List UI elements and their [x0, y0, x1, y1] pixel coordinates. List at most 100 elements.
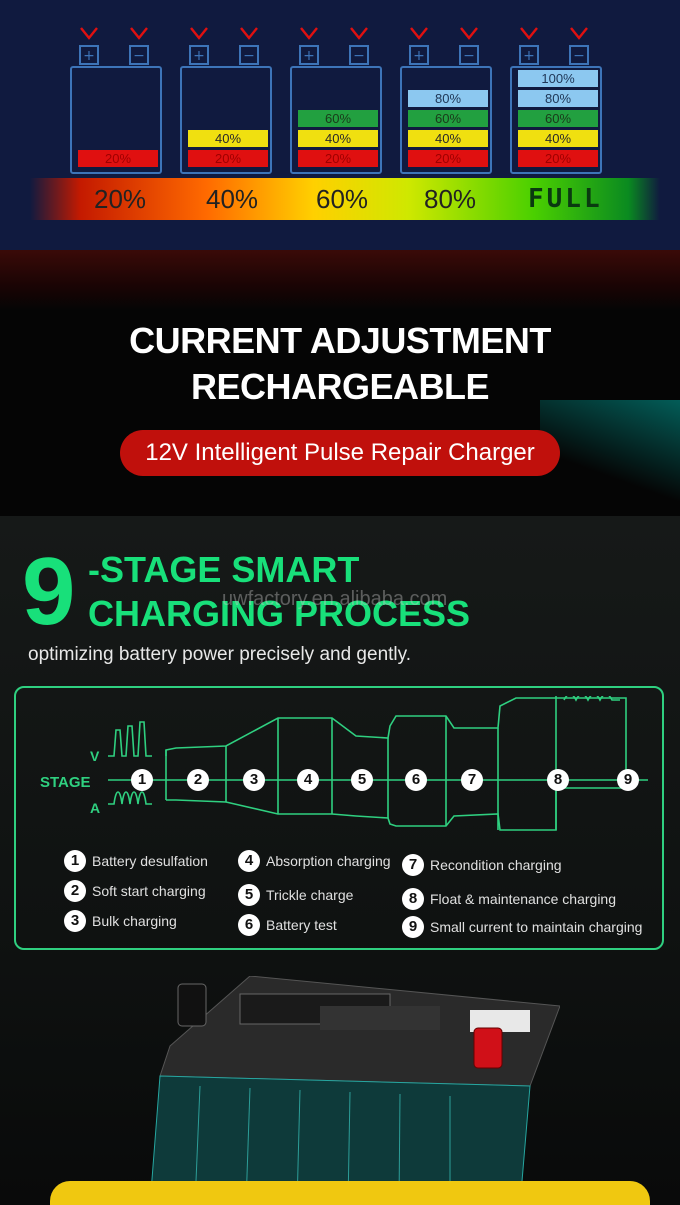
legend-text-5: Trickle charge [266, 887, 354, 903]
big-nine: 9 [22, 538, 76, 645]
level-label-20: 20% [94, 184, 147, 214]
charge-cell-60pct: 60% [298, 110, 378, 127]
svg-text:−: − [243, 48, 255, 64]
legend-number-7: 7 [402, 854, 424, 876]
minus-terminal-icon: − [348, 26, 370, 66]
legend-text-6: Battery test [266, 917, 337, 933]
svg-text:+: + [193, 48, 205, 64]
headline-line-2: RECHARGEABLE [190, 366, 490, 407]
legend-item-1: 1 Battery desulfation [64, 850, 208, 872]
legend-item-6: 6 Battery test [238, 914, 337, 936]
svg-text:+: + [83, 48, 95, 64]
legend-number-1: 1 [64, 850, 86, 872]
charge-cell-20pct: 20% [78, 150, 158, 167]
svg-text:−: − [573, 48, 585, 64]
battery-2: +−20%40% [180, 26, 272, 174]
legend-text-1: Battery desulfation [92, 853, 208, 869]
charge-cell-60pct: 60% [408, 110, 488, 127]
stage-marker-6: 6 [405, 769, 427, 791]
legend-text-9: Small current to maintain charging [430, 919, 643, 935]
legend-item-4: 4 Absorption charging [238, 850, 391, 872]
minus-terminal-icon: − [238, 26, 260, 66]
light-streak [540, 400, 680, 516]
battery-body: 20% 40% 60% 80% 100% [510, 66, 602, 174]
level-gradient-bar: 20% 40% 60% 80% FULL [30, 178, 660, 220]
charge-cell-40pct: 40% [408, 130, 488, 147]
charge-cell-40pct: 40% [188, 130, 268, 147]
plus-terminal-icon: + [188, 26, 210, 66]
charge-cell-100pct: 100% [518, 70, 598, 87]
stage-marker-2: 2 [187, 769, 209, 791]
negative-terminal [177, 983, 207, 1027]
headline-section: CURRENT ADJUSTMENT RECHARGEABLE 12V Inte… [0, 250, 680, 516]
level-label-40: 40% [206, 184, 259, 214]
battery-3: + − 20% 40% 60% [290, 26, 382, 174]
battery-body: 20% 40% 60% [290, 66, 382, 174]
legend-item-9: 9 Small current to maintain charging [402, 916, 642, 938]
svg-text:−: − [133, 48, 145, 64]
svg-text:+: + [413, 48, 425, 64]
legend-item-7: 7 Recondition charging [402, 854, 562, 876]
legend-item-5: 5 Trickle charge [238, 884, 353, 906]
charge-cell-20pct: 20% [188, 150, 268, 167]
legend-number-8: 8 [402, 888, 424, 910]
legend-text-4: Absorption charging [266, 853, 391, 869]
v-label: V [90, 748, 100, 764]
svg-text:−: − [463, 48, 475, 64]
legend-item-3: 3 Bulk charging [64, 910, 177, 932]
charge-cell-80pct: 80% [518, 90, 598, 107]
stage-marker-9: 9 [617, 769, 639, 791]
legend-text-2: Soft start charging [92, 883, 206, 899]
process-section: 9 -STAGE SMART CHARGING PROCESS uwfactor… [0, 516, 680, 1205]
process-title-1: -STAGE SMART [88, 549, 360, 590]
charge-cell-40pct: 40% [298, 130, 378, 147]
battery-body: 20%40% [180, 66, 272, 174]
battery-1: + − 20% [70, 26, 162, 174]
legend-text-8: Float & maintenance charging [430, 891, 616, 907]
plus-terminal-icon: + [78, 26, 100, 66]
legend-number-5: 5 [238, 884, 260, 906]
stage-marker-4: 4 [297, 769, 319, 791]
legend-text-7: Recondition charging [430, 857, 562, 873]
stage-marker-3: 3 [243, 769, 265, 791]
battery-levels-section: +−20%+−20%40%+−20%40%60%+−20%40%60%80%+−… [0, 0, 680, 250]
legend-number-2: 2 [64, 880, 86, 902]
flame-glow [0, 250, 680, 310]
positive-terminal [473, 1027, 503, 1069]
charge-cell-20pct: 20% [518, 150, 598, 167]
legend-number-6: 6 [238, 914, 260, 936]
minus-terminal-icon: − [568, 26, 590, 66]
legend-number-9: 9 [402, 916, 424, 938]
charge-cell-40pct: 40% [518, 130, 598, 147]
legend-text-3: Bulk charging [92, 913, 177, 929]
charge-cell-20pct: 20% [408, 150, 488, 167]
plus-terminal-icon: + [298, 26, 320, 66]
stage-marker-7: 7 [461, 769, 483, 791]
legend-number-4: 4 [238, 850, 260, 872]
battery-4: + − 20% 40% 60% 80% [400, 26, 492, 174]
minus-terminal-icon: − [128, 26, 150, 66]
yellow-charger-top [50, 1181, 650, 1205]
charge-cell-60pct: 60% [518, 110, 598, 127]
plus-terminal-icon: + [408, 26, 430, 66]
legend-item-2: 2 Soft start charging [64, 880, 206, 902]
legend-number-3: 3 [64, 910, 86, 932]
watermark: uwfactory.en.alibaba.com [222, 588, 448, 610]
charge-cell-80pct: 80% [408, 90, 488, 107]
stage-marker-1: 1 [131, 769, 153, 791]
charge-cell-20pct: 20% [298, 150, 378, 167]
level-label-60: 60% [316, 184, 369, 214]
battery-body: 20% [70, 66, 162, 174]
svg-text:+: + [303, 48, 315, 64]
product-pill: 12V Intelligent Pulse Repair Charger [120, 430, 560, 476]
minus-terminal-icon: − [458, 26, 480, 66]
stage-label: STAGE [40, 774, 91, 791]
process-subtitle: optimizing battery power precisely and g… [28, 644, 412, 665]
plus-terminal-icon: + [518, 26, 540, 66]
headline-line-1: CURRENT ADJUSTMENT [129, 320, 551, 361]
svg-text:+: + [523, 48, 535, 64]
stage-marker-5: 5 [351, 769, 373, 791]
battery-body: 20% 40% 60% 80% [400, 66, 492, 174]
a-label: A [90, 800, 101, 816]
